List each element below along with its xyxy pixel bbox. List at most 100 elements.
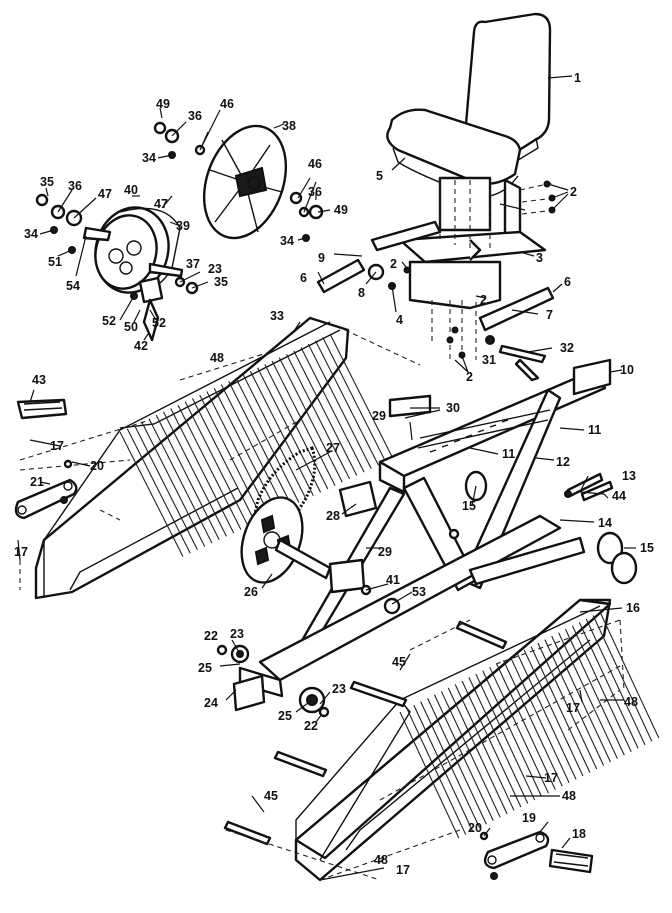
seat-adjust-knob [498,344,547,382]
callout-34: 34 [24,227,38,241]
callout-7: 7 [546,308,553,322]
callout-49: 49 [334,203,348,217]
dashed-guides-right [225,619,625,881]
callout-25: 25 [278,709,292,723]
callout-40: 40 [124,183,138,197]
vent-line [523,649,584,777]
vent-line [315,340,380,466]
vent-line [406,708,467,835]
callout-44: 44 [612,489,626,503]
right-pedal [548,848,594,874]
vent-line [537,642,598,770]
callout-42: 42 [134,339,148,353]
callout-25: 25 [198,661,212,675]
callout-54: 54 [66,279,80,293]
left-crank-arm [14,459,78,520]
callout-2: 2 [570,185,577,199]
vent-line [468,677,529,804]
callout-17: 17 [396,863,410,877]
vent-line [475,673,536,801]
seat-post-bracket [390,176,547,310]
callout-47: 47 [154,197,168,211]
callout-36: 36 [188,109,202,123]
axle-rods [223,620,508,846]
drive-pulley [82,206,184,294]
vent-line [530,646,591,773]
vent-line [184,401,249,527]
vent-line [191,397,256,524]
callout-29: 29 [372,409,386,423]
callout-30: 30 [446,401,460,415]
callout-2: 2 [390,257,397,271]
vent-line [148,418,213,544]
left-cover-vents [119,333,394,557]
seat-pad-28 [338,480,378,518]
leader-lines [17,75,636,881]
vent-line [592,615,653,742]
callout-20: 20 [468,821,482,835]
main-frame [238,358,638,698]
vent-line [300,347,365,473]
callout-9: 9 [318,251,325,265]
callout-1: 1 [574,71,581,85]
vent-line [322,337,387,463]
callout-45: 45 [264,789,278,803]
vent-line [119,431,184,557]
vent-line [162,411,227,537]
callout-37: 37 [186,257,200,271]
callout-41: 41 [386,573,400,587]
callout-14: 14 [598,516,612,530]
callout-10: 10 [620,363,634,377]
callout-52: 52 [102,314,116,328]
callout-15: 15 [640,541,654,555]
callout-33: 33 [270,309,284,323]
callout-15: 15 [462,499,476,513]
vent-line [509,656,570,784]
callout-48: 48 [210,351,224,365]
callout-36: 36 [308,185,322,199]
vent-line [482,670,543,797]
callout-6: 6 [300,271,307,285]
vent-line [170,408,235,534]
vent-line [286,354,351,480]
right-cover-vents [399,611,660,839]
vent-line [242,374,307,500]
callout-17: 17 [50,439,64,453]
callout-36: 36 [68,179,82,193]
vent-line [133,424,198,551]
callout-34: 34 [280,234,294,248]
callout-13: 13 [622,469,636,483]
vent-line [565,629,625,756]
dashed-guides-left [19,329,421,590]
vent-line [489,666,549,794]
callout-4: 4 [396,313,403,327]
vent-line [427,697,487,825]
callout-52: 52 [152,316,166,330]
vent-line [571,625,632,753]
callout-51: 51 [48,255,62,269]
callout-49: 49 [156,97,170,111]
callout-2: 2 [480,293,487,307]
callout-labels: 1 2 2 2 2 3 4 5 6 6 7 8 9 10 11 11 12 13… [14,71,654,877]
callout-11: 11 [588,423,601,437]
callout-20: 20 [90,459,104,473]
pulley-bracket [138,276,164,342]
callout-2: 2 [466,370,473,384]
vent-line [420,701,480,828]
callout-11: 11 [502,447,515,461]
callout-34: 34 [142,151,156,165]
callout-22: 22 [304,719,318,733]
vent-line [271,360,336,486]
right-crank-arm [479,830,550,880]
callout-23: 23 [230,627,244,641]
callout-8: 8 [358,286,365,300]
vent-line [585,618,646,746]
vent-line [213,387,278,513]
vent-line [461,680,522,808]
callout-35: 35 [214,275,228,289]
vent-line [278,357,343,483]
callout-26: 26 [244,585,258,599]
vent-line [220,384,285,510]
callout-53: 53 [412,585,426,599]
